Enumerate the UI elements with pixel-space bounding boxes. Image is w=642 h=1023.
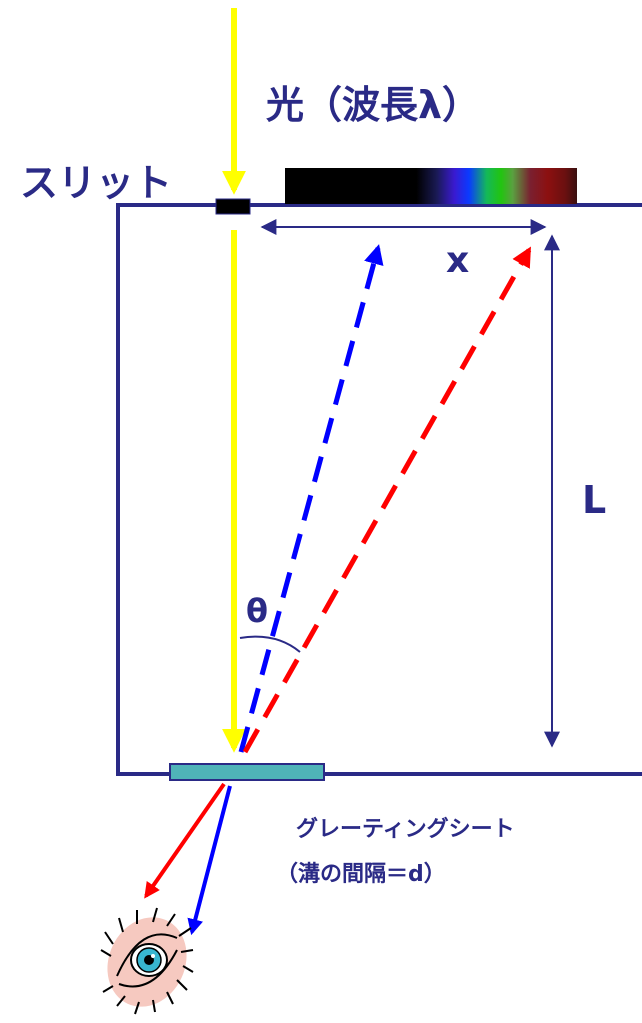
groove-spacing-label: （溝の間隔＝d） (276, 862, 446, 887)
red-ray-to-eye (144, 782, 226, 899)
grating-sheet-label: グレーティングシート (296, 817, 515, 842)
light-wavelength-label: 光（波長λ） (266, 83, 481, 127)
theta-angle-label: θ (246, 592, 268, 630)
box-frame (116, 203, 642, 776)
red-diffracted-ray (242, 246, 532, 754)
x-distance-label: x (446, 240, 470, 281)
grating-sheet (169, 763, 325, 781)
slit (215, 198, 251, 215)
l-distance-label: L (582, 478, 607, 522)
slit-label: スリット (20, 161, 173, 205)
blue-diffracted-ray (238, 244, 384, 753)
spectrum-strip (285, 168, 577, 204)
blue-ray-to-eye (187, 785, 232, 936)
angle-arc (239, 635, 301, 653)
eye-icon (100, 907, 194, 1015)
